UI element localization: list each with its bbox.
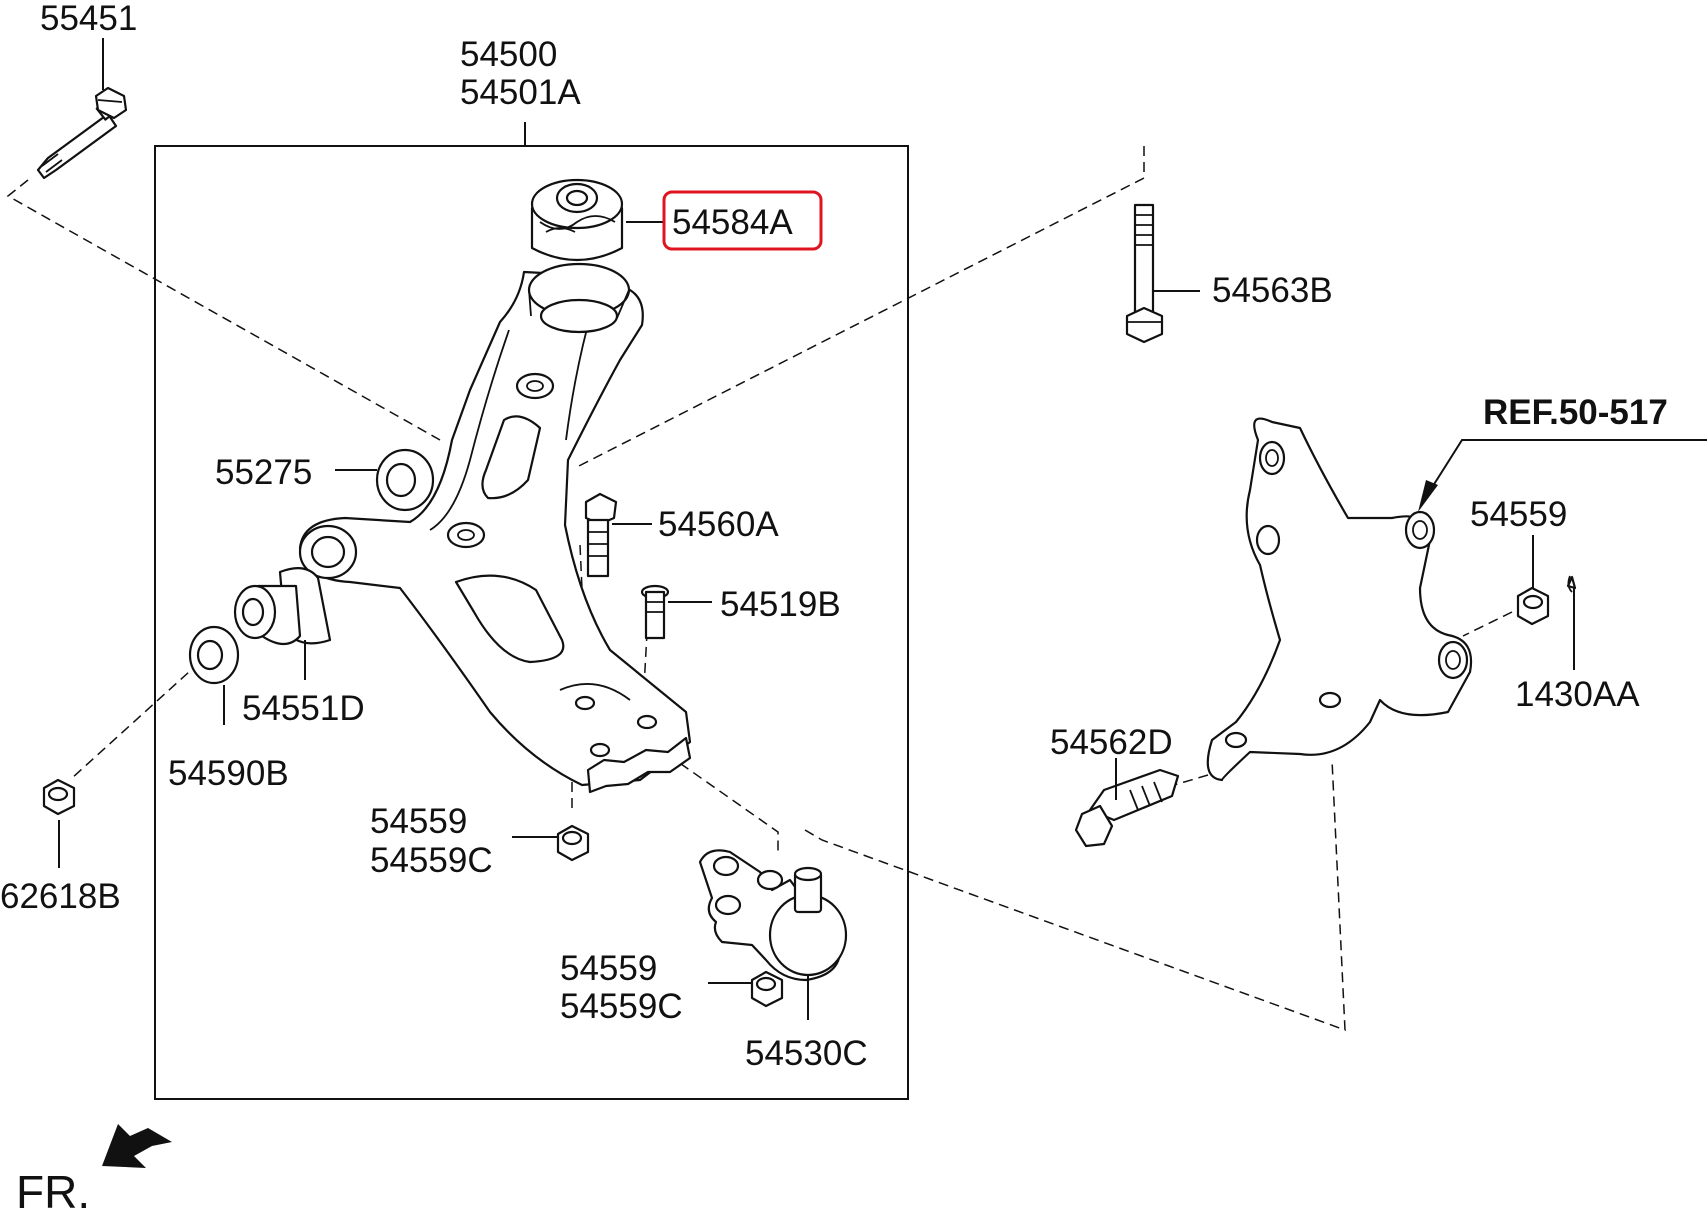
label-54500[interactable]: 54500: [460, 35, 557, 74]
lower-control-arm-54500: [298, 262, 692, 794]
label-54559-right[interactable]: 54559: [1470, 495, 1567, 534]
bushing-54551D: [233, 567, 332, 680]
washer-54590B: [188, 625, 240, 725]
front-direction-arrow: [102, 1124, 172, 1168]
label-54530C[interactable]: 54530C: [745, 1034, 868, 1073]
label-55275[interactable]: 55275: [215, 453, 312, 492]
label-54590B[interactable]: 54590B: [168, 754, 289, 793]
label-54519B[interactable]: 54519B: [720, 585, 841, 624]
label-54563B[interactable]: 54563B: [1212, 271, 1333, 310]
label-54501A[interactable]: 54501A: [460, 73, 581, 112]
label-54551D[interactable]: 54551D: [242, 689, 365, 728]
nut-54559-mid: [512, 824, 590, 862]
label-54559C-mid[interactable]: 54559C: [370, 841, 493, 880]
label-54559-low[interactable]: 54559: [560, 949, 657, 988]
label-54560A[interactable]: 54560A: [658, 505, 779, 544]
stud-54519B: [640, 584, 712, 640]
label-ref-50-517[interactable]: REF.50-517: [1483, 393, 1668, 432]
assembly-frame: [154, 145, 909, 1100]
nut-62618B: [42, 778, 76, 868]
nut-54559-low: [708, 970, 784, 1008]
label-54584A[interactable]: 54584A: [672, 203, 793, 242]
label-front: FR.: [16, 1166, 90, 1211]
bolt-55451: [36, 38, 128, 180]
highlight-box-54584A: [662, 190, 823, 251]
part-labels: 55451 54500 54501A 54584A 54563B REF.50-…: [0, 0, 1668, 1211]
label-62618B[interactable]: 62618B: [0, 877, 121, 916]
bolt-54563B: [1125, 203, 1200, 344]
bolt-54560A: [584, 492, 652, 578]
steering-knuckle: [1206, 417, 1707, 782]
label-54562D[interactable]: 54562D: [1050, 723, 1173, 762]
label-54559-mid[interactable]: 54559: [370, 802, 467, 841]
nut-54559-right: [1516, 535, 1550, 626]
label-54559C-low[interactable]: 54559C: [560, 987, 683, 1026]
bolt-54562D: [1074, 758, 1180, 848]
label-1430AA[interactable]: 1430AA: [1515, 675, 1640, 714]
washer-55275: [335, 448, 435, 512]
cotter-pin-1430AA: [1566, 575, 1577, 670]
ball-joint-54530C: [698, 849, 848, 1020]
bushing-54584A: [530, 178, 664, 262]
label-55451[interactable]: 55451: [40, 0, 137, 38]
